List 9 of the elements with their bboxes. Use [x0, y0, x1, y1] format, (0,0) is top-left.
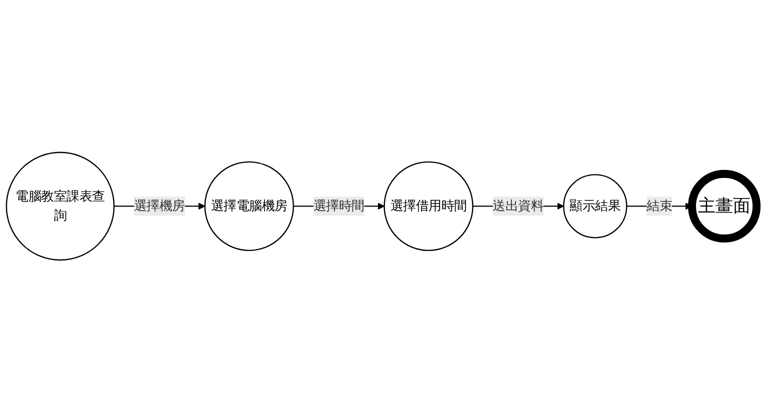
edge-label: 送出資料 [492, 198, 544, 214]
node-circle: 選擇電腦機房 [204, 161, 294, 251]
edge-label: 結束 [646, 198, 672, 214]
node-circle: 顯示結果 [563, 174, 628, 238]
node-circle: 選擇借用時間 [384, 161, 474, 251]
edge-label: 選擇時間 [313, 198, 364, 214]
node-circle: 主畫面 [688, 170, 761, 242]
edge-label: 選擇機房 [134, 198, 185, 214]
node-circle: 電腦教室課表查詢 [6, 152, 115, 260]
